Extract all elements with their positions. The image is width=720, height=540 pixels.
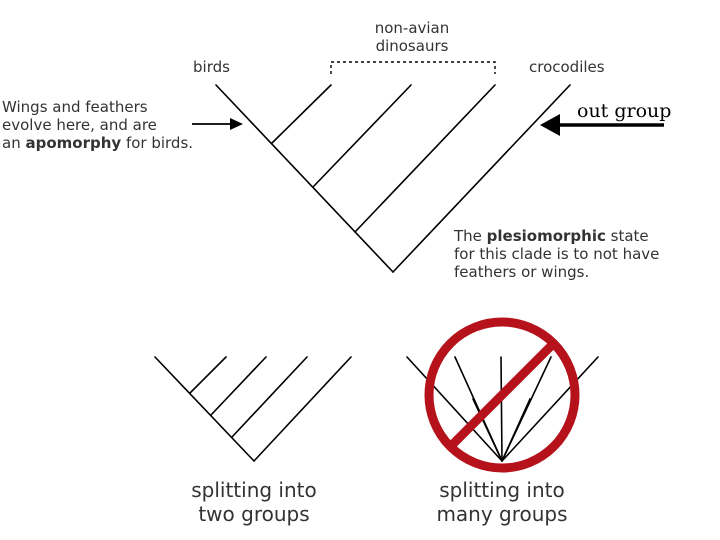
two-groups-tree	[154, 356, 352, 462]
dinosaurs-label-line1: non-avian	[375, 19, 450, 37]
apomorphy-text-line1: Wings and feathers	[2, 98, 148, 116]
plesiomorphic-text-line3: feathers or wings.	[454, 263, 589, 281]
dinosaur-bracket	[330, 61, 496, 74]
two-groups-branch-2	[210, 356, 267, 416]
many-groups-branch-4	[472, 398, 503, 462]
apomorphy-arrowhead	[230, 118, 243, 130]
two-groups-left-branch	[154, 356, 255, 462]
top-cladogram	[215, 84, 571, 273]
plesiomorphic-term: plesiomorphic	[487, 227, 606, 245]
two-groups-caption-line1: splitting into	[191, 478, 317, 502]
many-groups-branch-2	[500, 356, 503, 462]
plesiomorphic-text-line1: The plesiomorphic state	[453, 227, 649, 245]
dino-branch-1	[271, 84, 332, 144]
plesiomorphic-text-line2: for this clade is to not have	[454, 245, 659, 263]
dino-branch-2	[312, 84, 412, 188]
birds-branch	[215, 84, 394, 273]
two-groups-branch-1	[189, 356, 227, 394]
birds-label: birds	[193, 58, 230, 76]
many-groups-tree	[406, 356, 599, 462]
apomorphy-text-line3: an apomorphy for birds.	[2, 134, 193, 152]
crocodiles-branch	[392, 84, 571, 273]
many-groups-caption-line2: many groups	[436, 502, 567, 526]
apomorphy-term: apomorphy	[25, 134, 121, 152]
many-groups-right-branch	[501, 356, 599, 462]
two-groups-branch-3	[231, 356, 308, 438]
many-groups-branch-5	[501, 398, 531, 462]
dino-branch-3	[354, 84, 496, 233]
dinosaurs-label-line2: dinosaurs	[376, 37, 449, 55]
outgroup-label: out group	[577, 100, 671, 122]
two-groups-caption-line2: two groups	[198, 502, 309, 526]
crocodiles-label: crocodiles	[529, 58, 605, 76]
outgroup-arrowhead	[540, 114, 560, 136]
prohibition-icon	[424, 317, 580, 473]
two-groups-right-branch	[253, 356, 352, 462]
apomorphy-text-line2: evolve here, and are	[2, 116, 157, 134]
many-groups-left-branch	[406, 356, 503, 462]
many-groups-caption-line1: splitting into	[439, 478, 565, 502]
